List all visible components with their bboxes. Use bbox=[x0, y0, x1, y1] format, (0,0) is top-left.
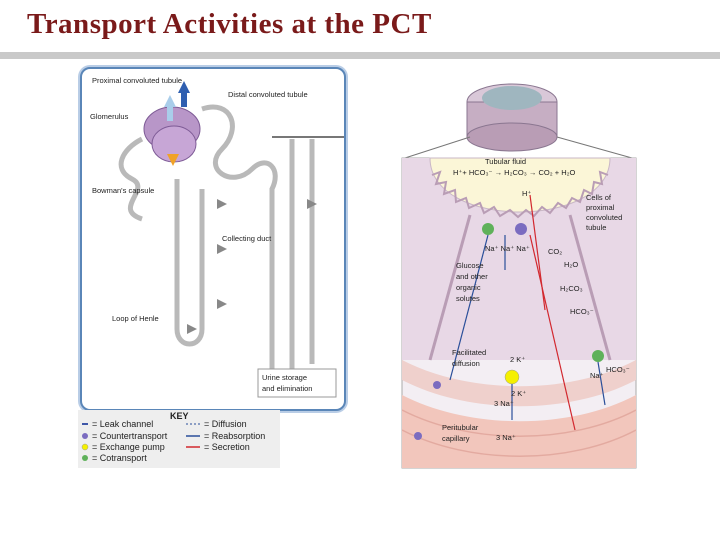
label-tubular-fluid: Tubular fluid bbox=[485, 157, 526, 166]
nephron-diagram: Proximal convoluted tubule Distal convol… bbox=[90, 76, 344, 398]
label-collecting: Collecting duct bbox=[222, 234, 272, 243]
label-h2co3: H₂CO₃ bbox=[560, 284, 583, 293]
label-peritubular-2: capillary bbox=[442, 434, 470, 443]
cell-cytoplasm bbox=[402, 158, 636, 360]
label-urine-2: and elimination bbox=[262, 384, 312, 393]
key-symbols bbox=[81, 423, 200, 461]
label-h-plus: H⁺ bbox=[522, 189, 531, 198]
label-glucose-2: and other bbox=[456, 272, 488, 281]
cotransport-icon bbox=[82, 455, 88, 461]
nephron-panel: Proximal convoluted tubule Distal convol… bbox=[80, 67, 346, 411]
legend-key: KEY = Leak channel = Countertransport = … bbox=[78, 410, 280, 468]
flow-arrows bbox=[187, 199, 317, 334]
label-na-na-na: Na⁺ Na⁺ Na⁺ bbox=[485, 244, 530, 253]
label-henle: Loop of Henle bbox=[112, 314, 159, 323]
label-urine-1: Urine storage bbox=[262, 373, 307, 382]
key-item-reabsorption: = Reabsorption bbox=[204, 431, 266, 441]
label-2k-bottom: 2 K⁺ bbox=[511, 389, 526, 398]
exchange-pump bbox=[504, 369, 520, 385]
pct-panel bbox=[401, 157, 637, 469]
label-glucose-1: Glucose bbox=[456, 261, 484, 270]
label-facilitated-2: diffusion bbox=[452, 359, 480, 368]
key-item-exchange-pump: = Exchange pump bbox=[92, 442, 165, 452]
urine-box bbox=[257, 368, 337, 398]
label-3na: 3 Na⁺ bbox=[494, 399, 514, 408]
brush-border bbox=[431, 170, 609, 219]
proximal-tubule-loop bbox=[118, 136, 144, 222]
label-cells-1: Cells of bbox=[586, 193, 612, 202]
slide-title: Transport Activities at the PCT bbox=[27, 8, 432, 40]
label-glomerulus: Glomerulus bbox=[90, 112, 129, 121]
up-arrow-icon bbox=[178, 81, 190, 93]
label-h2o: H₂O bbox=[564, 260, 578, 269]
label-na-plus: Na⁺ bbox=[590, 371, 604, 380]
exchange-pump-icon bbox=[81, 443, 89, 451]
loop-of-henle bbox=[174, 179, 205, 347]
label-distal: Distal convoluted tubule bbox=[228, 90, 308, 99]
tubular-lumen bbox=[429, 157, 611, 213]
peritubular-capillary bbox=[402, 395, 636, 468]
label-cells-4: tubule bbox=[586, 223, 606, 232]
key-item-countertransport: = Countertransport bbox=[92, 431, 168, 441]
nephron-tubules bbox=[118, 104, 315, 369]
countertransporter-1 bbox=[515, 223, 527, 235]
cotransporter-1 bbox=[482, 223, 494, 235]
label-bowmans: Bowman's capsule bbox=[92, 186, 154, 195]
up-arrow-icon bbox=[167, 154, 179, 166]
label-equation: H⁺+ HCO₃⁻ → H₂CO₃ → CO₂ + H₂O bbox=[453, 168, 576, 177]
label-proximal: Proximal convoluted tubule bbox=[92, 76, 182, 85]
label-2k-top: 2 K⁺ bbox=[510, 355, 525, 364]
key-item-diffusion: = Diffusion bbox=[204, 419, 247, 429]
label-3na-bottom: 3 Na⁺ bbox=[496, 433, 516, 442]
label-hco3-right: HCO₃⁻ bbox=[606, 365, 630, 374]
label-cells-2: proximal bbox=[586, 203, 615, 212]
secretion-arrows bbox=[529, 194, 576, 431]
up-arrow-icon bbox=[164, 95, 176, 107]
basement-membrane bbox=[402, 360, 636, 407]
reabsorption-arrows bbox=[449, 234, 606, 420]
key-item-cotransport: = Cotransport bbox=[92, 453, 147, 463]
label-co2: CO₂ bbox=[548, 247, 562, 256]
carrier-2 bbox=[414, 432, 422, 440]
label-hco3: HCO₃⁻ bbox=[570, 307, 594, 316]
tubule-cross-section bbox=[466, 83, 558, 152]
label-cells-3: convoluted bbox=[586, 213, 622, 222]
label-facilitated-1: Facilitated bbox=[452, 348, 486, 357]
key-title: KEY bbox=[170, 411, 189, 421]
carrier-1 bbox=[433, 381, 441, 389]
distal-tubule bbox=[201, 104, 278, 369]
title-divider bbox=[0, 52, 720, 59]
key-item-leak: = Leak channel bbox=[92, 419, 154, 429]
label-glucose-4: solutes bbox=[456, 294, 480, 303]
key-item-secretion: = Secretion bbox=[204, 442, 250, 452]
cotransporter-2 bbox=[592, 350, 604, 362]
label-peritubular-1: Peritubular bbox=[442, 423, 479, 432]
label-glucose-3: organic bbox=[456, 283, 481, 292]
countertransport-icon bbox=[82, 433, 88, 439]
